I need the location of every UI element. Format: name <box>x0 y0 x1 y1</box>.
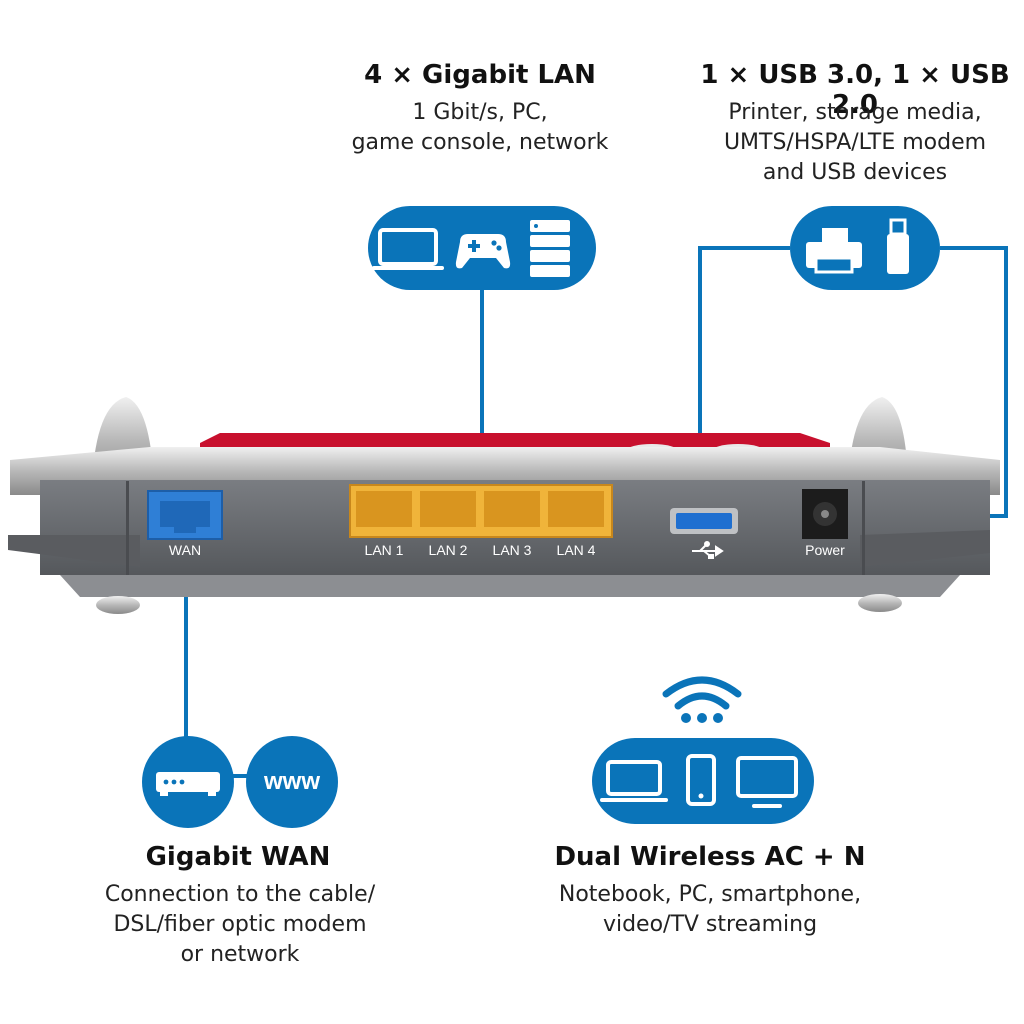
wireless-title: Dual Wireless AC + N <box>554 842 866 872</box>
wan-desc-line-1: Connection to the cable/ <box>104 882 376 907</box>
usb-connector-line-top <box>698 246 790 250</box>
wan-connector-line <box>184 566 188 778</box>
usb-connector-line-down <box>1004 246 1008 518</box>
power-label: Power <box>805 542 845 558</box>
usb-desc-line-3: and USB devices <box>762 160 948 185</box>
lan-ports <box>349 484 613 538</box>
lan-port-label-1: LAN 1 <box>365 542 404 558</box>
wireless-desc-line-2: video/TV streaming <box>602 912 818 937</box>
wan-port-label: WAN <box>169 542 201 558</box>
internet-circle: www <box>246 736 338 828</box>
lan-desc-line-1: 1 Gbit/s, PC, <box>412 100 548 125</box>
wan-desc-line-3: or network <box>180 942 300 967</box>
usb-desc-line-2: UMTS/HSPA/LTE modem <box>723 130 987 155</box>
usb-connector-line-left <box>698 246 702 502</box>
modem-icon <box>156 772 220 796</box>
lan-desc-line-2: game console, network <box>351 130 609 155</box>
lan-port-label-3: LAN 3 <box>493 542 532 558</box>
usb-port <box>670 508 738 534</box>
usb-connector-line-right <box>940 246 1008 250</box>
router-rear-view: WAN LAN 1 LAN 2 LAN 3 LAN 4 Power <box>8 397 1000 614</box>
usb-stick-icon <box>887 218 909 274</box>
laptop-icon <box>600 760 668 802</box>
printer-icon <box>806 228 862 274</box>
wireless-desc-line-1: Notebook, PC, smartphone, <box>558 882 862 907</box>
lan-device-pill <box>368 206 596 290</box>
server-icon <box>530 220 570 277</box>
smartphone-icon <box>686 754 716 806</box>
usb-title: 1 × USB 3.0, 1 × USB 2.0 <box>700 60 1010 120</box>
usb-symbol-icon <box>692 541 724 559</box>
modem-circle <box>142 736 234 828</box>
wan-desc-line-2: DSL/fiber optic modem <box>113 912 367 937</box>
lan-port-label-2: LAN 2 <box>429 542 468 558</box>
usb-desc-line-1: Printer, storage media, <box>728 100 982 125</box>
wan-title: Gigabit WAN <box>145 842 331 872</box>
gamepad-icon <box>455 234 511 269</box>
wifi-icon <box>662 676 742 723</box>
lan-port-label-4: LAN 4 <box>557 542 596 558</box>
monitor-icon <box>736 756 798 808</box>
usb-device-pill <box>790 206 940 290</box>
www-label: www <box>263 768 320 795</box>
lan-connector-line <box>480 290 484 476</box>
power-jack <box>802 489 848 539</box>
wan-port <box>147 490 223 540</box>
wireless-device-pill <box>592 738 814 824</box>
laptop-icon <box>372 228 444 270</box>
lan-title: 4 × Gigabit LAN <box>364 60 596 90</box>
